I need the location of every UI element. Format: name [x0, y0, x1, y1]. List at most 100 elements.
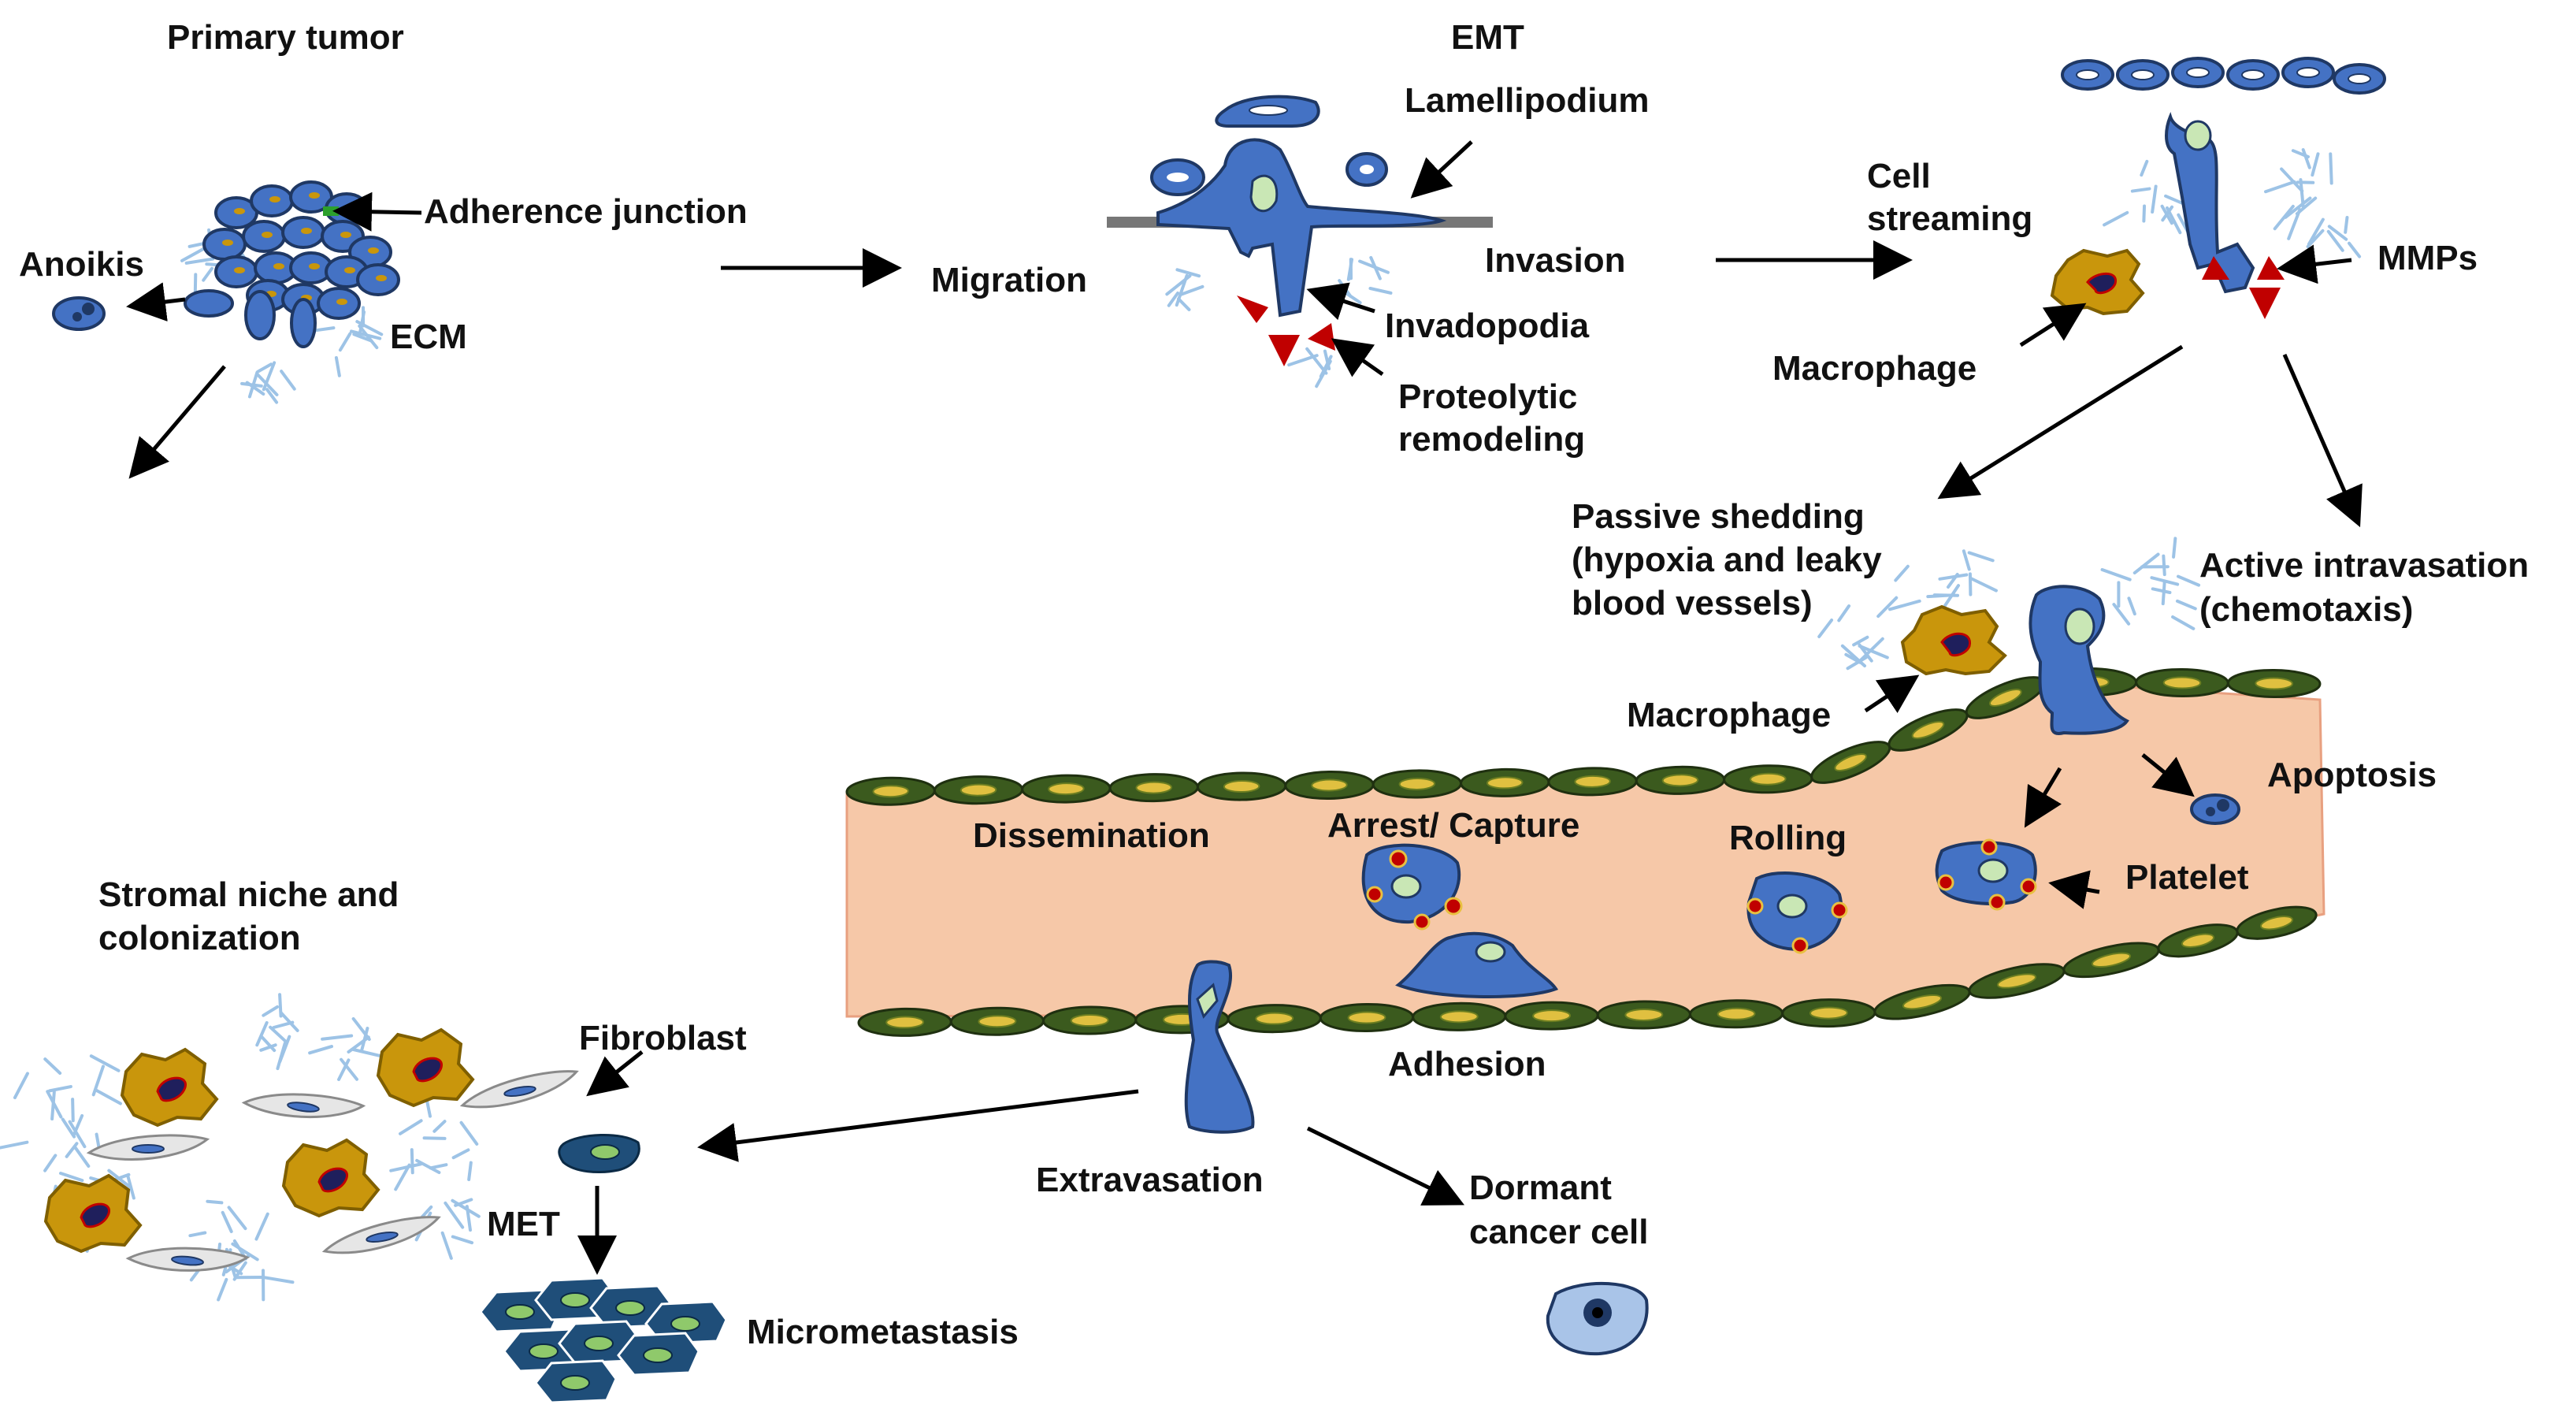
- endothelial-cell: [1968, 963, 2066, 999]
- label-passive-shedding-2: (hypoxia and leaky: [1572, 541, 1882, 579]
- label-macrophage-mid: Macrophage: [1627, 696, 1831, 734]
- endothelial-cell: [1504, 1001, 1599, 1031]
- streaming-cell: [2171, 57, 2225, 88]
- label-stromal-niche-2: colonization: [98, 919, 301, 957]
- fibroblast-cell: [125, 1247, 251, 1272]
- label-migration: Migration: [931, 261, 1087, 299]
- endothelial-cell: [1723, 764, 1813, 794]
- ecm-fiber-cluster: [2100, 537, 2201, 630]
- endothelial-cell: [1108, 773, 1199, 803]
- tumor-cell: [250, 184, 294, 217]
- endothelial-cell: [1227, 1004, 1322, 1034]
- endothelial-cell: [1372, 769, 1463, 799]
- mmp-marker: [2249, 288, 2281, 319]
- tumor-cell: [214, 255, 258, 288]
- anoikis-cell: [52, 296, 106, 331]
- label-apoptosis: Apoptosis: [2267, 756, 2437, 794]
- micrometastasis-cell: [534, 1359, 618, 1404]
- streaming-cell: [2333, 63, 2386, 95]
- label-proteolytic-remodeling-2: remodeling: [1398, 420, 1585, 459]
- adherence-junction-marker: [323, 206, 339, 216]
- cell-streaming: [2050, 57, 2386, 319]
- protease-marker: [1268, 335, 1300, 366]
- label-stromal-niche-1: Stromal niche and: [98, 875, 399, 914]
- platelet-coated-cell: [1935, 838, 2037, 911]
- ecm-fiber-cluster: [2103, 159, 2191, 235]
- endothelial-cell: [857, 1007, 952, 1037]
- macrophage-cell: [43, 1173, 143, 1254]
- streaming-cell: [2226, 59, 2280, 91]
- endothelial-cell: [1460, 767, 1550, 797]
- endothelial-cell: [1196, 771, 1287, 801]
- tumor-cell: [317, 287, 361, 320]
- endothelial-cell: [2135, 667, 2229, 698]
- fibroblast-cell: [241, 1093, 366, 1119]
- label-passive-shedding-3: blood vessels): [1572, 584, 1813, 622]
- ecm-fiber-cluster: [1817, 604, 1889, 671]
- endothelial-cell: [845, 776, 936, 806]
- met-cell: [558, 1133, 640, 1174]
- endothelial-cell: [2236, 905, 2318, 940]
- label-passive-shedding-1: Passive shedding: [1572, 497, 1865, 536]
- endothelial-cell: [2157, 923, 2239, 958]
- label-met: MET: [487, 1205, 560, 1243]
- label-ecm: ECM: [390, 318, 467, 356]
- arrested-cell: [1361, 843, 1463, 931]
- label-primary-tumor: Primary tumor: [167, 18, 404, 57]
- label-rolling: Rolling: [1729, 819, 1847, 857]
- ecm-fiber-cluster: [240, 361, 296, 404]
- intravasation-cell: [2029, 585, 2129, 735]
- endothelial-cell: [1688, 999, 1784, 1029]
- ecm-fiber-cluster: [255, 993, 299, 1071]
- tumor-cell: [202, 228, 247, 261]
- label-dissemination: Dissemination: [973, 816, 1210, 855]
- label-proteolytic-remodeling-1: Proteolytic: [1398, 377, 1577, 416]
- label-fibroblast: Fibroblast: [579, 1019, 747, 1057]
- label-anoikis: Anoikis: [19, 245, 144, 284]
- endothelial-cell: [1781, 998, 1876, 1028]
- ecm-fiber-cluster: [414, 1198, 481, 1260]
- primary-tumor-cluster: [52, 180, 400, 348]
- macrophage-cell: [281, 1138, 380, 1218]
- endothelial-cell: [933, 775, 1024, 805]
- endothelial-cell: [1042, 1005, 1138, 1035]
- label-extravasation: Extravasation: [1036, 1161, 1264, 1199]
- label-dormant-2: cancer cell: [1469, 1213, 1649, 1251]
- streaming-cell: [2061, 59, 2114, 91]
- arrows: [126, 140, 2363, 1275]
- label-arrest-capture: Arrest/ Capture: [1327, 806, 1579, 845]
- mmp-marker: [2202, 256, 2229, 280]
- macrophage-cell: [120, 1047, 219, 1128]
- macrophage-mid: [1900, 604, 2007, 676]
- tumor-cell: [281, 216, 325, 249]
- endothelial-cell: [1412, 1001, 1507, 1031]
- label-micrometastasis: Micrometastasis: [747, 1313, 1019, 1351]
- ecm-fiber-cluster: [1287, 347, 1333, 388]
- streaming-cell: [2281, 57, 2335, 88]
- endothelial-cell: [1547, 767, 1638, 797]
- label-active-intravasation-2: (chemotaxis): [2199, 590, 2413, 629]
- endothelial-cell: [1635, 765, 1726, 795]
- label-invasion: Invasion: [1485, 241, 1626, 280]
- labels: Primary tumor Adherence junction Anoikis…: [19, 18, 2529, 1351]
- adhering-cell: [1395, 931, 1559, 998]
- fibroblast-cell: [459, 1070, 579, 1109]
- endothelial-cell: [1319, 1002, 1415, 1033]
- label-lamellipodium: Lamellipodium: [1405, 81, 1649, 120]
- tumor-cell: [356, 263, 400, 296]
- macrophage-cell: [376, 1027, 475, 1108]
- stromal-niche: [43, 1027, 579, 1272]
- emt-invading-cell: [1107, 95, 1493, 366]
- label-cell-streaming-2: streaming: [1867, 199, 2032, 238]
- ecm-fiber-cluster: [1334, 255, 1393, 305]
- mmp-marker: [2257, 256, 2285, 280]
- endothelial-cell: [1021, 774, 1112, 804]
- ecm-fiber-cluster: [0, 1054, 122, 1151]
- label-adhesion: Adhesion: [1388, 1045, 1546, 1083]
- label-emt: EMT: [1451, 18, 1524, 57]
- fibroblast-cell: [86, 1134, 210, 1161]
- endothelial-cell: [949, 1006, 1045, 1036]
- label-adherence-junction: Adherence junction: [424, 192, 748, 231]
- dormant-cancer-cell: [1546, 1281, 1649, 1356]
